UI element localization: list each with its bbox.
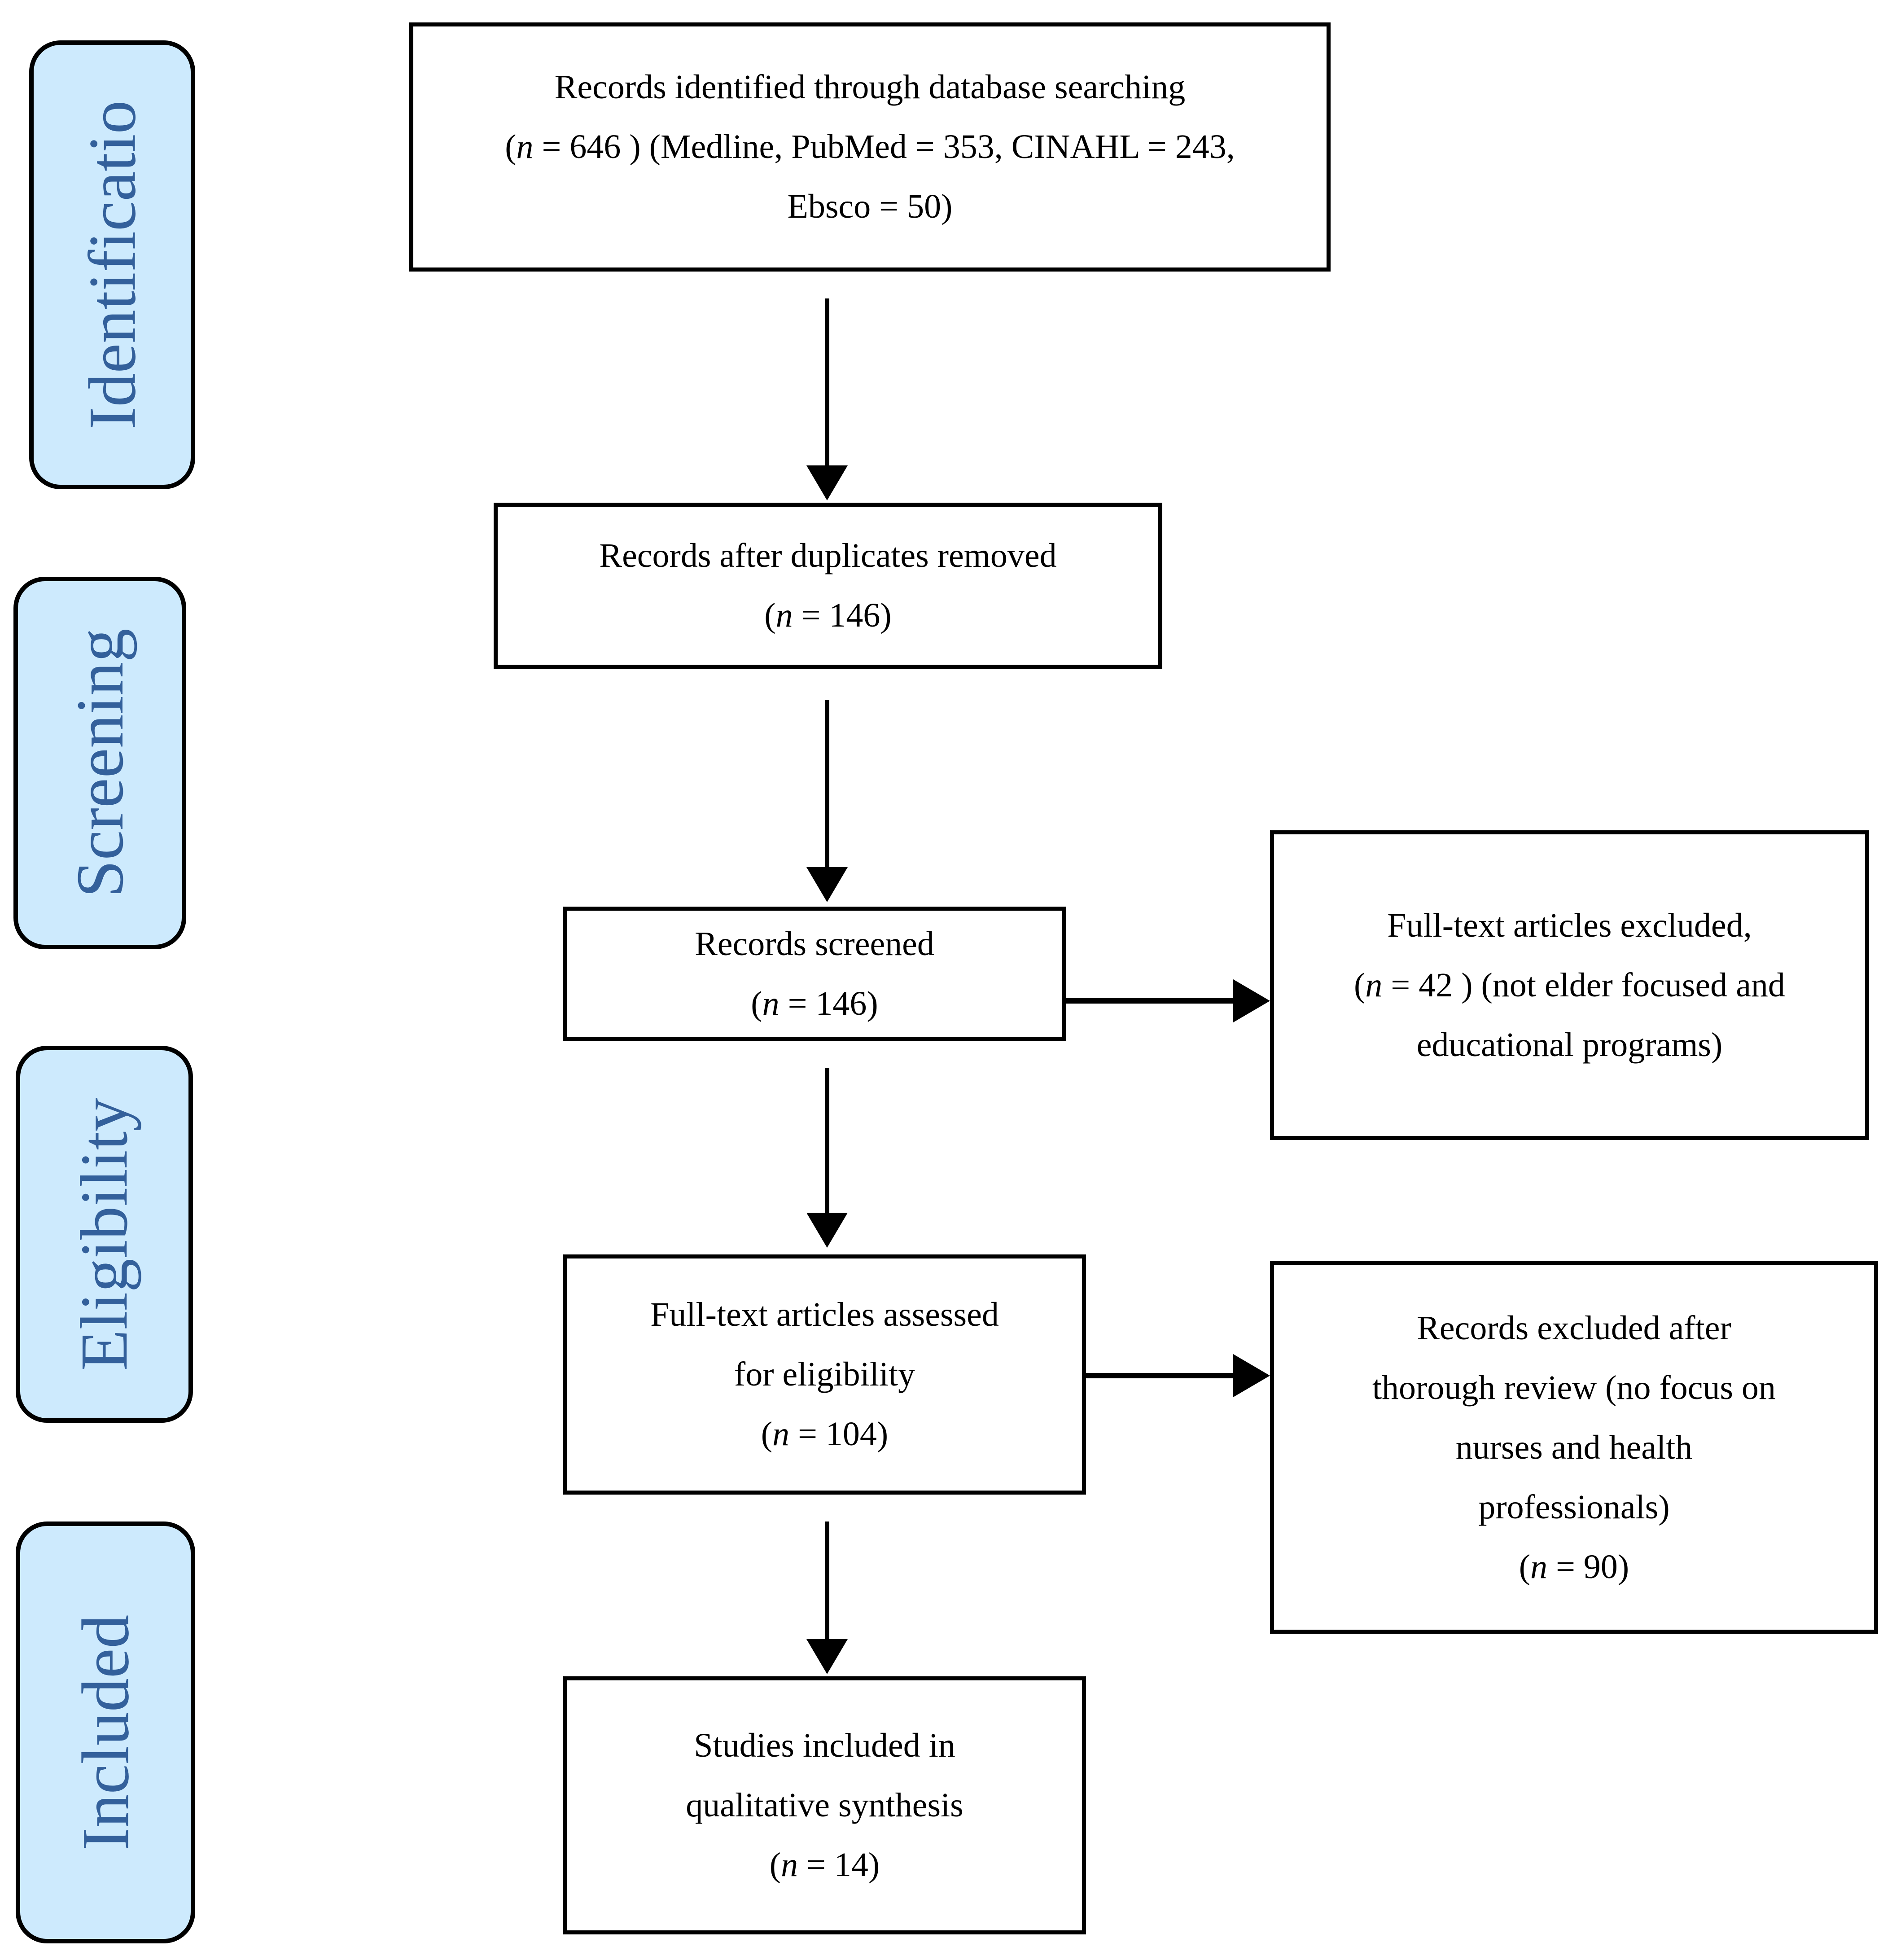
box-records-identified: Records identified through database sear… — [409, 22, 1331, 272]
arrow-head-down-icon — [806, 465, 848, 500]
box-records-excluded-review-line1: Records excluded after — [1417, 1309, 1731, 1347]
stage-eligibility-label: Eligibility — [67, 1097, 142, 1371]
italic-n: n — [762, 985, 779, 1022]
box-records-screened: Records screened (n = 146) — [563, 907, 1066, 1041]
box-fulltext-excluded-line3: educational programs) — [1416, 1026, 1723, 1064]
box-studies-included-line1: Studies included in — [694, 1727, 955, 1764]
box-studies-included: Studies included in qualitative synthesi… — [563, 1676, 1086, 1934]
arrow-shaft — [825, 1068, 829, 1213]
box-fulltext-assessed-line1: Full-text articles assessed — [650, 1296, 999, 1333]
italic-n: n — [1365, 966, 1383, 1004]
italic-n: n — [775, 596, 793, 634]
box-records-excluded-review-line2: thorough review (no focus on — [1372, 1368, 1776, 1407]
arrow-head-down-icon — [806, 867, 848, 902]
arrow-head-down-icon — [806, 1213, 848, 1248]
box-records-excluded-review-line5: (n = 90) — [1519, 1548, 1629, 1586]
arrow-head-down-icon — [806, 1639, 848, 1674]
box-records-identified-line3: Ebsco = 50) — [787, 188, 953, 225]
box-records-excluded-review-line3: nurses and health — [1455, 1428, 1693, 1466]
box-studies-included-line3: (n = 14) — [769, 1846, 880, 1884]
arrow-shaft — [825, 298, 829, 465]
arrow-shaft — [1066, 998, 1239, 1004]
box-records-screened-line1: Records screened — [695, 925, 934, 963]
arrow-head-right-icon — [1233, 979, 1270, 1022]
box-fulltext-assessed: Full-text articles assessed for eligibil… — [563, 1254, 1086, 1495]
box-fulltext-excluded-line1: Full-text articles excluded, — [1387, 906, 1752, 944]
stage-screening-label: Screening — [62, 628, 137, 898]
stage-eligibility: Eligibility — [16, 1046, 193, 1423]
italic-n: n — [781, 1846, 798, 1884]
box-fulltext-assessed-line2: for eligibility — [734, 1355, 915, 1393]
box-duplicates-removed: Records after duplicates removed (n = 14… — [494, 503, 1162, 669]
box-records-screened-line2: (n = 146) — [751, 985, 878, 1022]
box-fulltext-excluded: Full-text articles excluded, (n = 42 ) (… — [1270, 830, 1869, 1140]
box-records-excluded-review-line4: professionals) — [1478, 1488, 1670, 1526]
stage-included: Included — [16, 1522, 195, 1943]
stage-identification: Identificatio — [29, 40, 195, 489]
arrow-shaft — [825, 700, 829, 867]
stage-screening: Screening — [13, 577, 186, 949]
arrow-shaft — [825, 1522, 829, 1639]
box-fulltext-assessed-line3: (n = 104) — [761, 1415, 889, 1453]
italic-n: n — [1530, 1548, 1548, 1586]
box-duplicates-removed-line2: (n = 146) — [764, 596, 892, 634]
stage-identification-label: Identificatio — [75, 100, 150, 430]
box-records-identified-line2: (n = 646 ) (Medline, PubMed = 353, CINAH… — [505, 128, 1235, 166]
stage-included-label: Included — [68, 1614, 143, 1850]
italic-n: n — [772, 1415, 790, 1453]
box-records-identified-line1: Records identified through database sear… — [554, 68, 1186, 106]
box-fulltext-excluded-line2: (n = 42 ) (not elder focused and — [1354, 966, 1785, 1004]
box-records-excluded-review: Records excluded after thorough review (… — [1270, 1261, 1878, 1634]
italic-n: n — [516, 128, 534, 166]
box-studies-included-line2: qualitative synthesis — [686, 1786, 963, 1824]
box-duplicates-removed-line1: Records after duplicates removed — [599, 537, 1057, 574]
arrow-shaft — [1086, 1373, 1239, 1378]
arrow-head-right-icon — [1233, 1354, 1270, 1397]
